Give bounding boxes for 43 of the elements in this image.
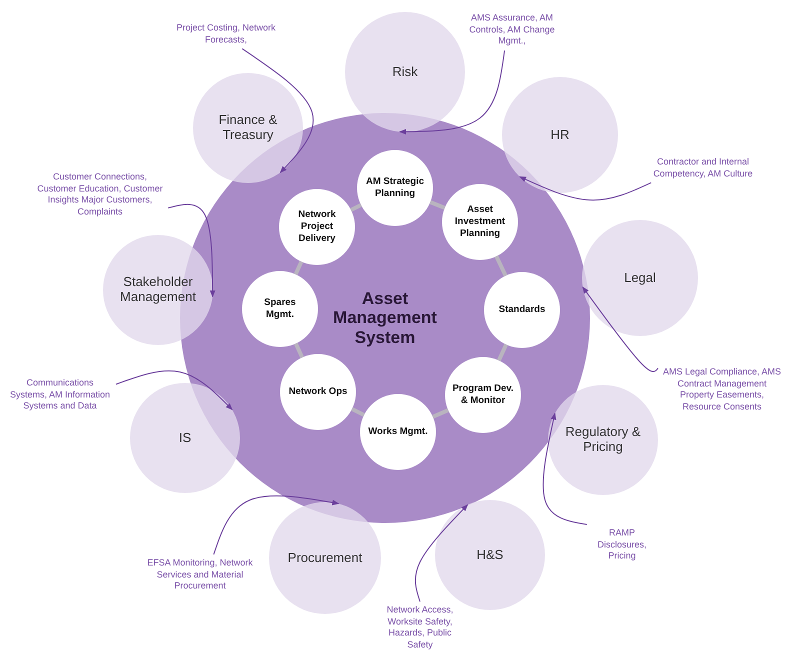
circle-label: AM Strategic Planning (364, 176, 426, 200)
connector-line (350, 203, 362, 212)
circle-label: Legal (624, 270, 656, 286)
circle-label: Regulatory & Pricing (564, 425, 642, 455)
arrow (399, 50, 506, 135)
arrow (414, 504, 468, 602)
circle-label: Standards (498, 304, 546, 316)
annotation-text: Communications Systems, AM Information Systems and Data (7, 377, 113, 413)
circle-label: H&S (476, 548, 504, 562)
circle-label: Network Ops (288, 386, 348, 398)
circle-label: Network Project Delivery (297, 209, 337, 245)
connector-line (351, 407, 365, 417)
arrow (168, 204, 216, 298)
circle-label: Finance & Treasury (218, 113, 278, 143)
arrow (519, 176, 652, 201)
arrow (213, 495, 340, 555)
circle-label: Procurement (288, 550, 362, 566)
annotation-text: AMS Assurance, AM Controls, AM Change Mgmt., (456, 12, 568, 48)
arrow (542, 412, 588, 525)
connector-line (294, 260, 304, 276)
circle-label: Stakeholder Management (119, 275, 197, 305)
circle-label: Works Mgmt. (367, 426, 429, 438)
annotation-text: Project Costing, Network Forecasts, (171, 22, 281, 46)
annotation-text: Network Access, Worksite Safety, Hazards, Public Safety (377, 604, 463, 652)
connector-line (432, 408, 449, 419)
annotation-text: Customer Connections, Customer Education, Customer Insights Major Customers, Complaints (35, 172, 165, 218)
annotation-text: RAMP Disclosures, Pricing (587, 527, 657, 563)
connector-line (494, 255, 508, 277)
circle-label: Risk (392, 64, 418, 80)
annotation-text: EFSA Monitoring, Network Services and Material Procurement (135, 557, 265, 593)
arrow (116, 370, 233, 410)
connector-line (294, 342, 304, 358)
annotation-text: AMS Legal Compliance, AMS Contract Management Property Easements, Resource Consents (661, 366, 783, 414)
annotation-text: Contractor and Internal Competency, AM Culture (644, 156, 762, 180)
system-title: Asset Management System (332, 288, 438, 348)
circle-label: Asset Investment Planning (454, 204, 506, 240)
circle-label: Spares Mgmt. (263, 297, 297, 321)
circle-label: IS (178, 430, 192, 446)
connector-line (430, 200, 446, 210)
circle-label: Program Dev. & Monitor (452, 383, 514, 407)
circle-label: HR (550, 128, 570, 142)
arrow (242, 48, 314, 173)
connector-line (497, 344, 508, 362)
